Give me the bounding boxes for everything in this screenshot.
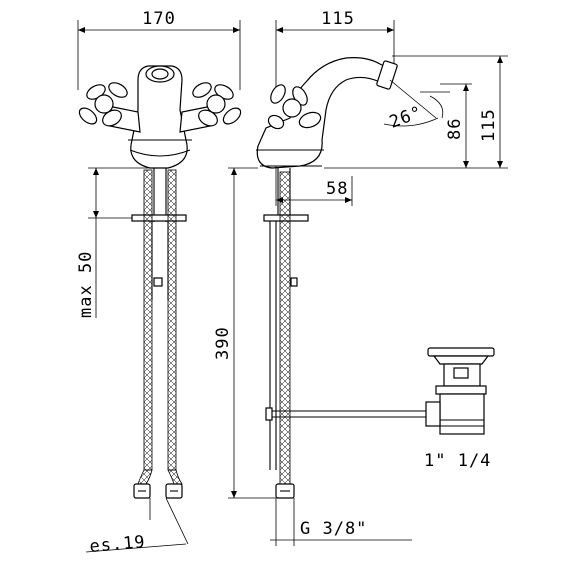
dimension-max50: max 50 — [76, 167, 154, 318]
thread-label: G 3/8" — [300, 519, 367, 539]
mixer-body-side — [256, 57, 398, 169]
drain-assembly: 1" 1/4 — [424, 347, 495, 471]
drain-size-label: 1" 1/4 — [424, 451, 491, 471]
front-hoses — [133, 169, 183, 499]
dimension-58-label: 58 — [326, 179, 348, 199]
right-handle — [192, 82, 242, 127]
front-view: 170 — [76, 9, 242, 557]
dimension-58: 58 — [275, 166, 353, 206]
side-view: 115 26° 86 — [213, 9, 508, 546]
dimension-390: 390 — [213, 167, 276, 499]
dimension-wrench-label: es.19 — [89, 532, 147, 557]
angle-26-label: 26° — [387, 102, 426, 132]
mixer-body-front — [107, 65, 213, 169]
dimension-170: 170 — [77, 9, 241, 90]
dimension-86: 86 — [440, 83, 472, 168]
left-handle — [78, 82, 128, 127]
dimension-wrench: es.19 — [85, 497, 189, 557]
dimension-max50-label: max 50 — [76, 251, 96, 318]
thread-callout: G 3/8" — [270, 498, 412, 546]
dimension-170-label: 170 — [142, 9, 176, 29]
dimension-115-vertical: 115 — [324, 55, 508, 169]
popup-rod — [265, 407, 432, 421]
dimension-86-label: 86 — [445, 118, 465, 140]
dimension-115-horizontal-label: 115 — [321, 9, 355, 29]
side-hose — [275, 171, 298, 499]
angle-26: 26° — [383, 79, 450, 133]
dimension-390-label: 390 — [213, 326, 233, 360]
dimension-115-vertical-label: 115 — [479, 108, 499, 142]
